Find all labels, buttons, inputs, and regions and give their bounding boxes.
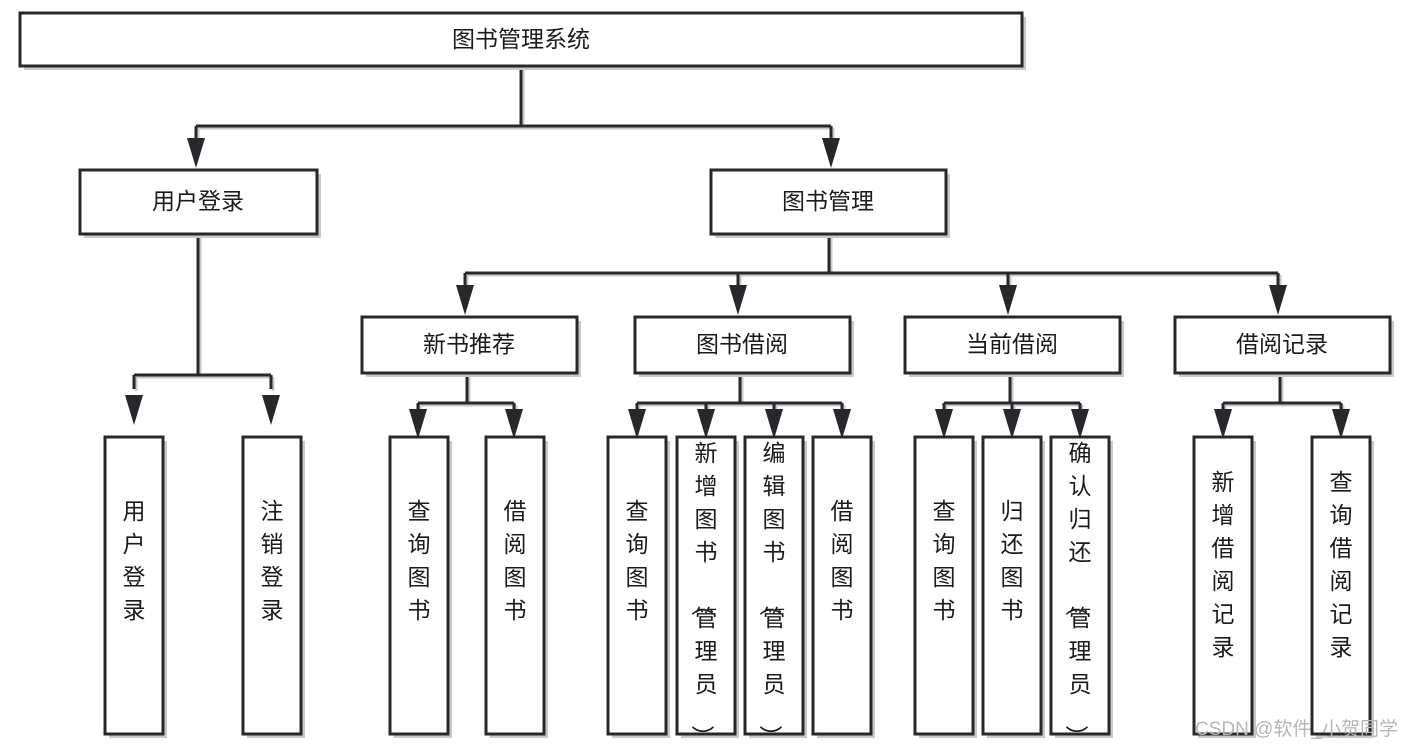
node-current-label: 当前借阅 (966, 331, 1058, 357)
leaf-borrow-book-2-label: 借阅图书 (831, 498, 854, 623)
node-root-label: 图书管理系统 (452, 26, 590, 52)
node-records-label: 借阅记录 (1236, 331, 1328, 357)
connector-records-to-leaves (1214, 373, 1350, 439)
leaf-add-book[interactable]: 新增图书（管理员） (675, 435, 739, 747)
leaf-return-book[interactable]: 归还图书 (981, 435, 1045, 738)
csdn-watermark: CSDN @软件_小贺同学 (1195, 718, 1398, 740)
leaf-confirm-return-label: 确认归还（管理员） (1064, 440, 1092, 747)
node-login-label: 用户登录 (152, 188, 244, 214)
leaf-query-book-2[interactable]: 查询图书 (606, 435, 670, 738)
leaf-query-book-3-label: 查询图书 (933, 498, 956, 623)
connector-newbook-to-leaves (409, 373, 523, 439)
node-borrow[interactable]: 图书借阅 (633, 315, 854, 377)
leaf-query-book-2-label: 查询图书 (626, 498, 649, 623)
connector-borrow-to-leaves (628, 373, 851, 439)
leaf-borrow-book-1-label: 借阅图书 (504, 498, 527, 623)
leaf-return-book-label: 归还图书 (1001, 498, 1024, 623)
leaf-logout-label: 注销登录 (261, 498, 284, 623)
leaf-user-login-label: 用户登录 (123, 498, 146, 623)
leaf-query-record-label: 查询借阅记录 (1330, 469, 1353, 660)
node-newbook[interactable]: 新书推荐 (360, 315, 581, 377)
connector-current-to-leaves (935, 373, 1089, 439)
node-root[interactable]: 图书管理系统 (18, 11, 1026, 70)
leaf-add-record-label: 新增借阅记录 (1212, 469, 1235, 660)
node-bookmgmt-label: 图书管理 (782, 188, 874, 214)
leaf-edit-book-label: 编辑图书（管理员） (758, 440, 786, 747)
node-login[interactable]: 用户登录 (78, 168, 321, 238)
leaf-borrow-book-2[interactable]: 借阅图书 (811, 435, 875, 738)
connector-root-to-level2 (187, 66, 840, 168)
leaf-logout[interactable]: 注销登录 (241, 435, 305, 738)
node-bookmgmt[interactable]: 图书管理 (709, 168, 950, 238)
leaf-query-book-1-label: 查询图书 (408, 498, 431, 623)
connector-bookmgmt-to-level3 (456, 234, 1287, 315)
connectors-layer (125, 66, 1350, 439)
leaf-user-login[interactable]: 用户登录 (103, 435, 167, 738)
leaf-edit-book[interactable]: 编辑图书（管理员） (743, 435, 807, 747)
leaf-confirm-return[interactable]: 确认归还（管理员） (1049, 435, 1113, 747)
leaf-query-record[interactable]: 查询借阅记录 (1310, 435, 1374, 738)
leaf-borrow-book-1[interactable]: 借阅图书 (484, 435, 548, 738)
leaf-add-record[interactable]: 新增借阅记录 (1192, 435, 1256, 738)
node-newbook-label: 新书推荐 (423, 331, 515, 357)
node-borrow-label: 图书借阅 (696, 331, 788, 357)
leaf-query-book-3[interactable]: 查询图书 (913, 435, 977, 738)
leaf-add-book-label: 新增图书（管理员） (690, 440, 718, 747)
node-current[interactable]: 当前借阅 (903, 315, 1124, 377)
leaf-query-book-1[interactable]: 查询图书 (388, 435, 452, 738)
connector-login-to-leaves (125, 234, 280, 425)
node-records[interactable]: 借阅记录 (1173, 315, 1394, 377)
